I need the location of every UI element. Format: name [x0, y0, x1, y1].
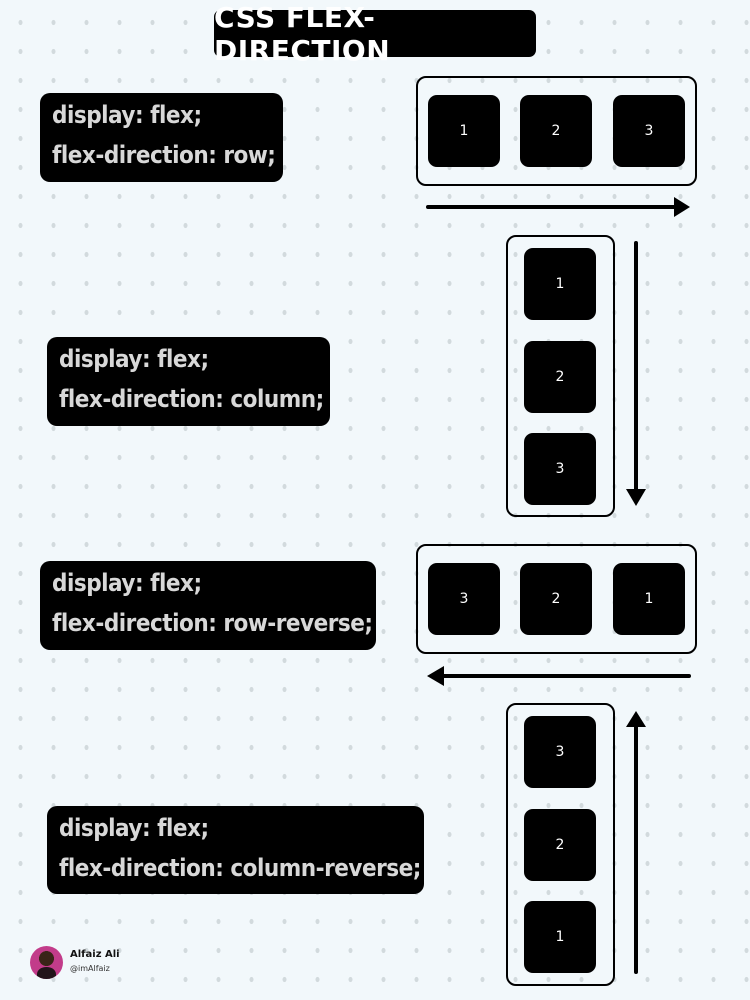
- flex-item: 2: [524, 341, 596, 413]
- code-block-row: display: flex; flex-direction: row;: [40, 93, 283, 182]
- down-arrow-icon: [626, 241, 646, 506]
- flex-container-row: 1 2 3: [416, 76, 697, 186]
- right-arrow-icon: [426, 197, 690, 217]
- flex-container-column-reverse: 3 2 1: [506, 703, 615, 986]
- flex-item: 1: [613, 563, 685, 635]
- avatar: [30, 946, 63, 979]
- code-line-display: display: flex;: [52, 569, 202, 597]
- code-line-direction: flex-direction: column;: [59, 385, 324, 413]
- author-name: Alfaiz Ali: [70, 949, 120, 960]
- code-line-display: display: flex;: [52, 101, 202, 129]
- flex-item: 3: [524, 433, 596, 505]
- flex-item: 3: [613, 95, 685, 167]
- code-block-row-reverse: display: flex; flex-direction: row-rever…: [40, 561, 376, 650]
- code-line-display: display: flex;: [59, 814, 209, 842]
- code-line-display: display: flex;: [59, 345, 209, 373]
- code-line-direction: flex-direction: row-reverse;: [52, 609, 373, 637]
- flex-container-row-reverse: 3 2 1: [416, 544, 697, 654]
- flex-item: 1: [524, 901, 596, 973]
- flex-container-column: 1 2 3: [506, 235, 615, 517]
- flex-item: 3: [524, 716, 596, 788]
- code-block-column-reverse: display: flex; flex-direction: column-re…: [47, 806, 424, 894]
- code-line-direction: flex-direction: column-reverse;: [59, 854, 421, 882]
- flex-item: 2: [520, 95, 592, 167]
- flex-item: 3: [428, 563, 500, 635]
- up-arrow-icon: [626, 711, 646, 974]
- flex-item: 2: [524, 809, 596, 881]
- flex-item: 1: [524, 248, 596, 320]
- flex-item: 1: [428, 95, 500, 167]
- flex-item: 2: [520, 563, 592, 635]
- left-arrow-icon: [427, 666, 691, 686]
- code-block-column: display: flex; flex-direction: column;: [47, 337, 330, 426]
- author-handle: @imAlfaiz: [70, 964, 110, 973]
- code-line-direction: flex-direction: row;: [52, 141, 276, 169]
